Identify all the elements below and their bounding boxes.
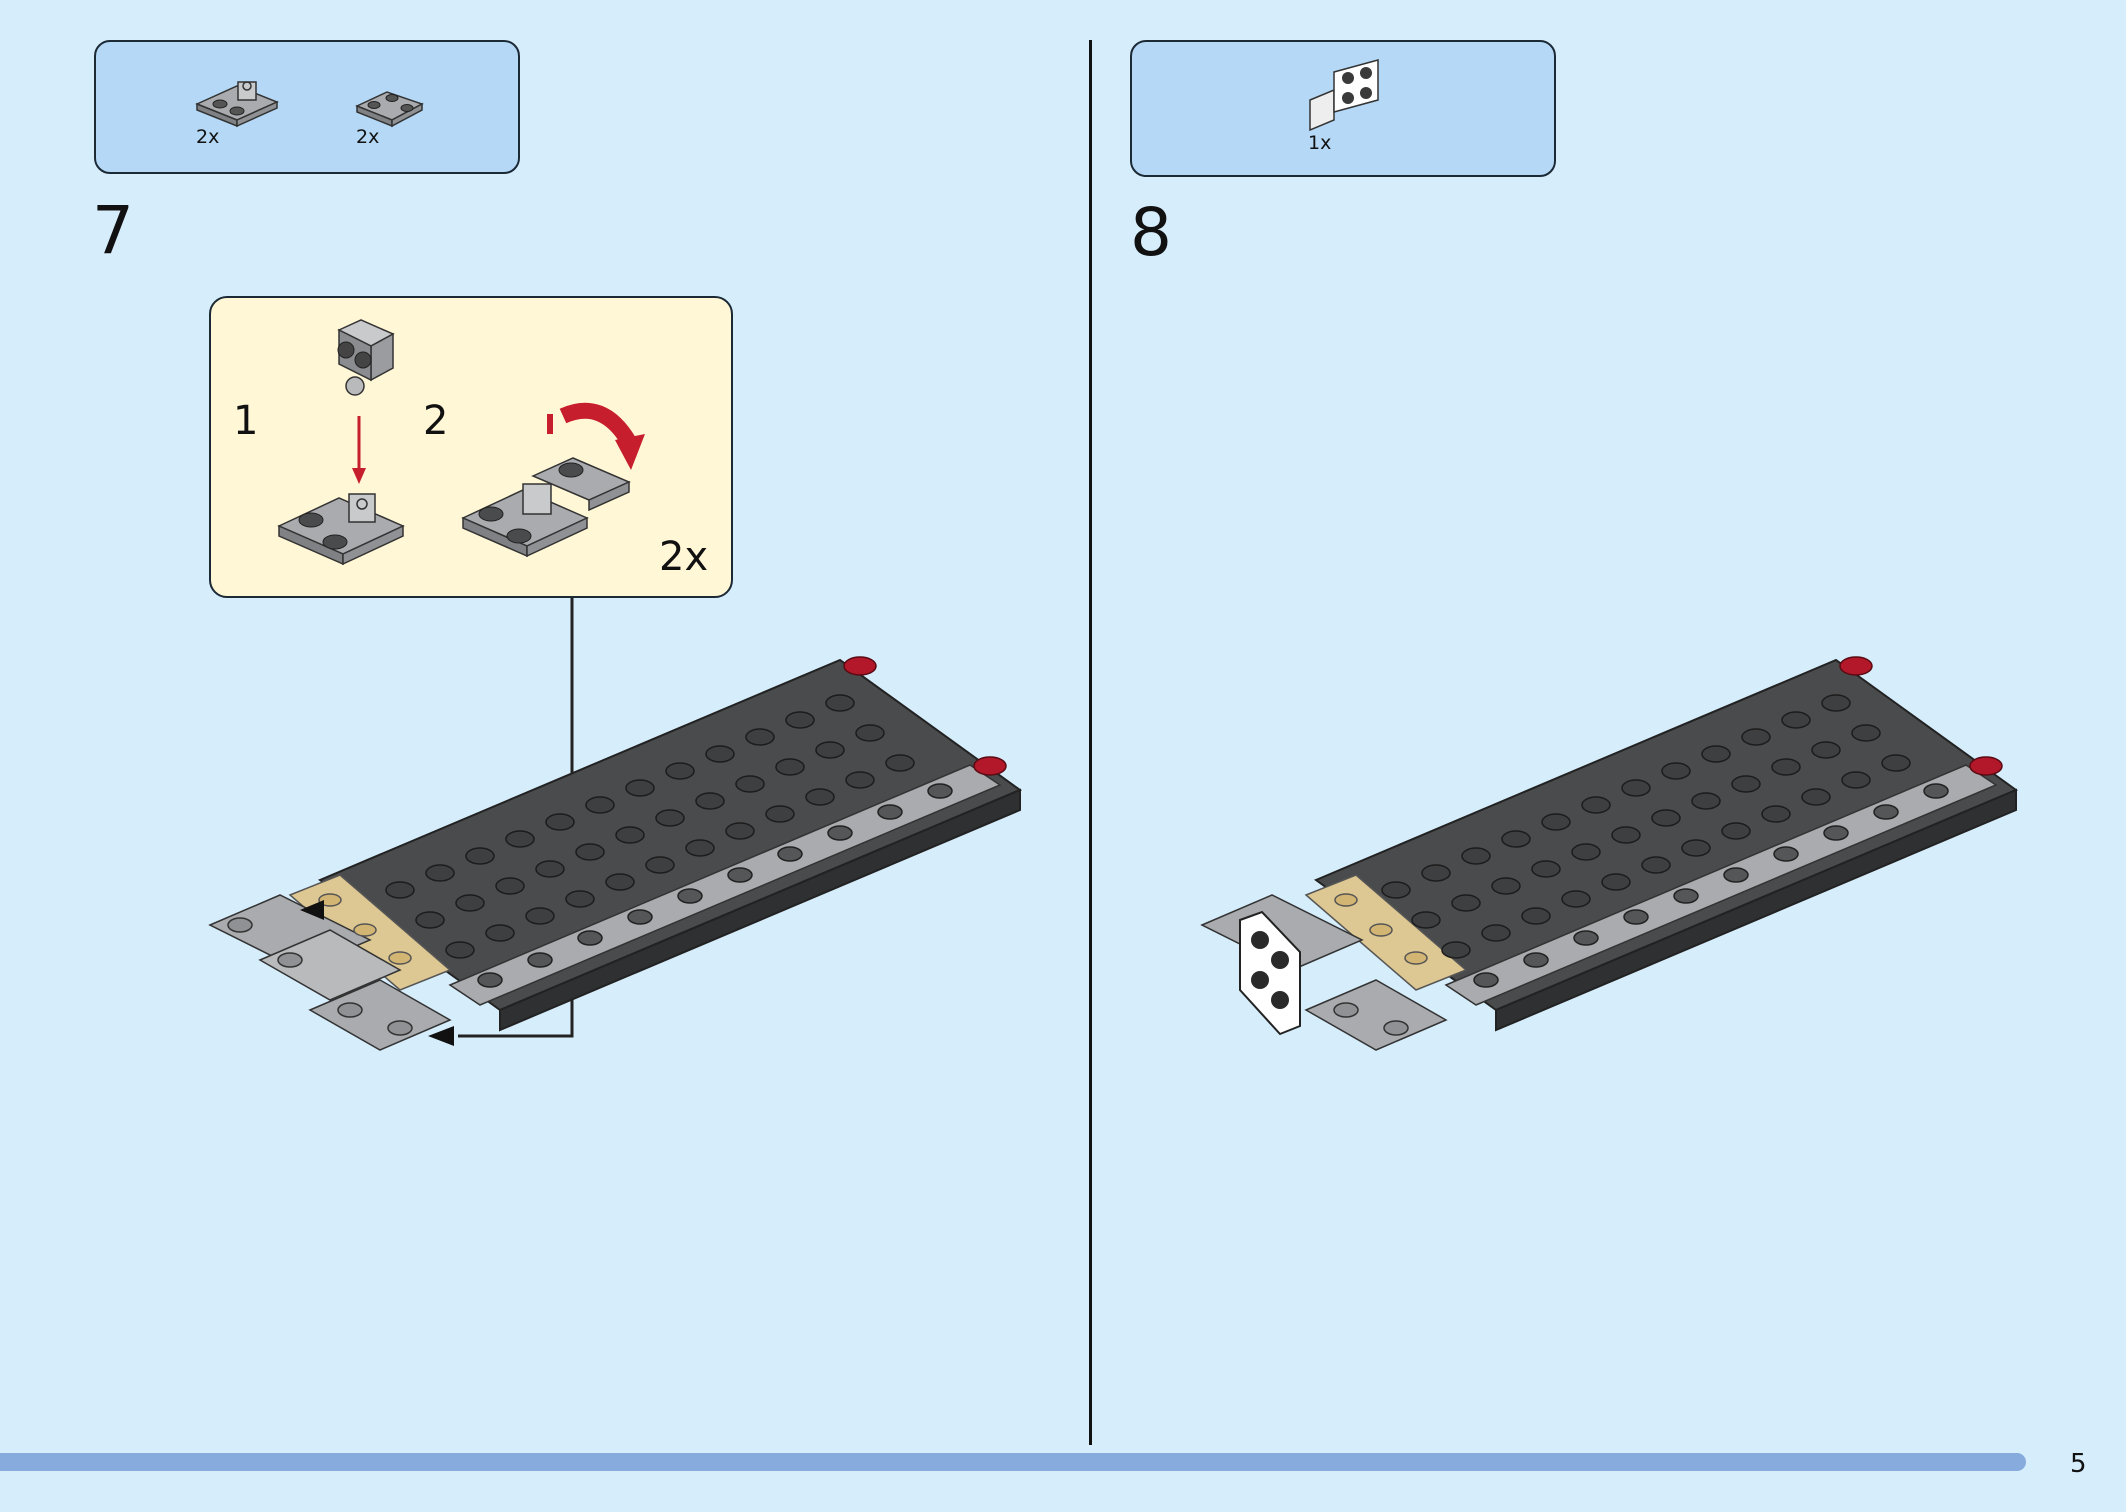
- step-number: 8: [1130, 194, 1172, 271]
- hinge-plate-part-icon: [195, 81, 279, 128]
- page-number: 5: [2070, 1449, 2087, 1479]
- page-divider: [1089, 40, 1092, 1445]
- callout-connector-line: [330, 598, 574, 1046]
- substep-number: 2: [423, 398, 449, 444]
- part-quantity: 1x: [1308, 132, 1332, 154]
- step7-parts-list: 2x 2x: [94, 40, 520, 174]
- substep-number: 1: [233, 398, 259, 444]
- hinge-part-illustration: [337, 319, 395, 396]
- sub-assembly-callout: 1 2 2x: [209, 296, 733, 598]
- part-quantity: 2x: [356, 126, 380, 148]
- red-down-arrow-icon: [352, 416, 366, 484]
- step-number: 7: [92, 192, 134, 269]
- page-progress-bar: [0, 1453, 2026, 1471]
- red-rotate-arrow-icon: [547, 402, 645, 470]
- part-quantity: 2x: [196, 126, 220, 148]
- hinge-brick-part-icon: [355, 91, 424, 128]
- step8-parts-list: 1x: [1130, 40, 1556, 177]
- assembled-hinge-illustration: [461, 457, 631, 558]
- step8-model-illustration: [1200, 656, 2019, 1051]
- bracket-plate-part-icon: [1309, 59, 1379, 132]
- plate-illustration: [277, 493, 405, 566]
- step7-model-illustration: [208, 656, 1023, 1051]
- callout-multiplier: 2x: [659, 534, 709, 580]
